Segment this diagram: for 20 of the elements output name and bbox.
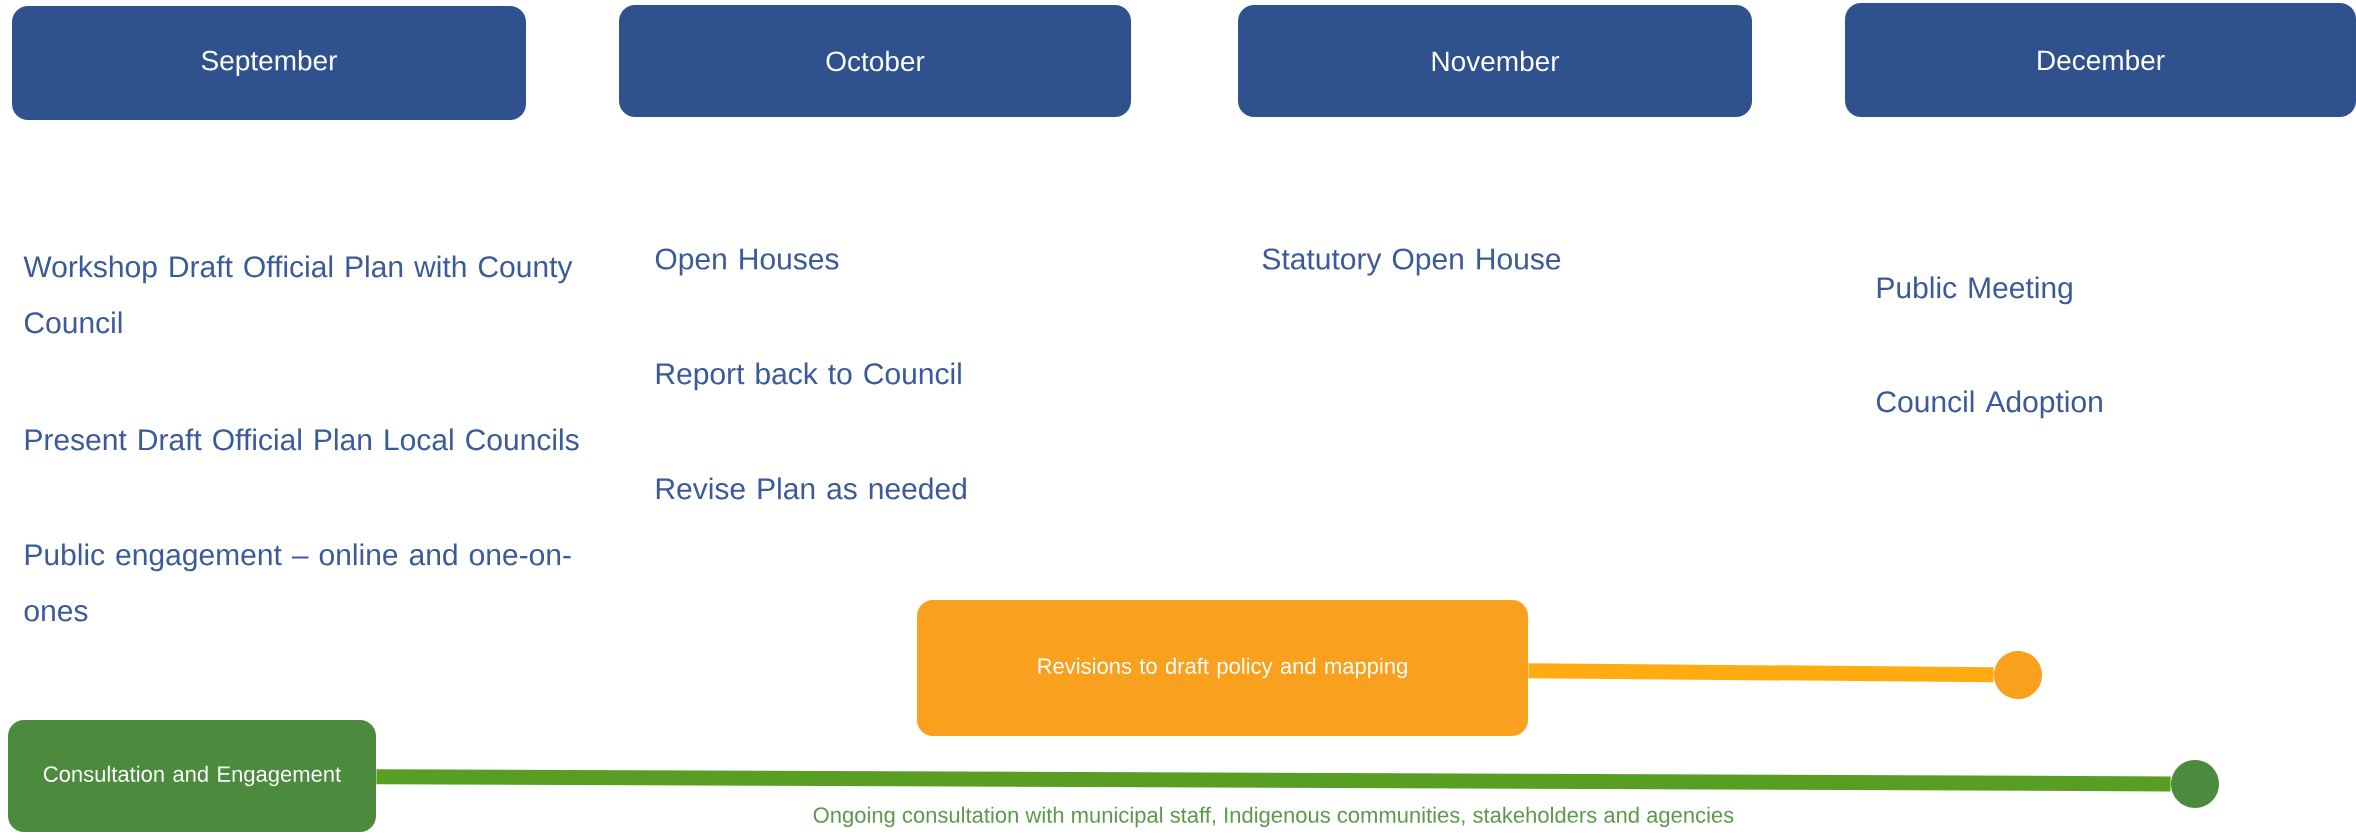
list-item: Workshop Draft Official Plan with County Council <box>23 255 573 334</box>
list-item: Council Adoption <box>1876 390 2102 419</box>
process-box: Revisions to draft policy and mapping <box>917 600 1528 736</box>
month-box: September <box>12 6 526 120</box>
list-item: Present Draft Official Plan Local Councils <box>25 428 579 451</box>
dot-marker <box>2171 760 2219 808</box>
list-item: Statutory Open House <box>1262 248 1561 276</box>
list-item: Revise Plan as needed <box>656 477 966 500</box>
edge-label: Ongoing consultation with municipal staff, Indigenous communities, stakeholders and agencies <box>813 806 1734 828</box>
process-box: Consultation and Engagement <box>8 720 376 832</box>
list-item: Open Houses <box>655 248 839 276</box>
connector-line <box>1528 663 1994 683</box>
connector-line <box>376 769 2171 792</box>
list-item: Public engagement – online and one-on-ones <box>24 543 571 622</box>
list-item: Public Meeting <box>1877 276 2072 305</box>
list-item: Report back to Council <box>656 362 961 391</box>
month-box: October <box>619 5 1131 117</box>
month-box: December <box>1845 3 2356 117</box>
dot-marker <box>1994 651 2042 699</box>
month-box: November <box>1238 5 1752 117</box>
